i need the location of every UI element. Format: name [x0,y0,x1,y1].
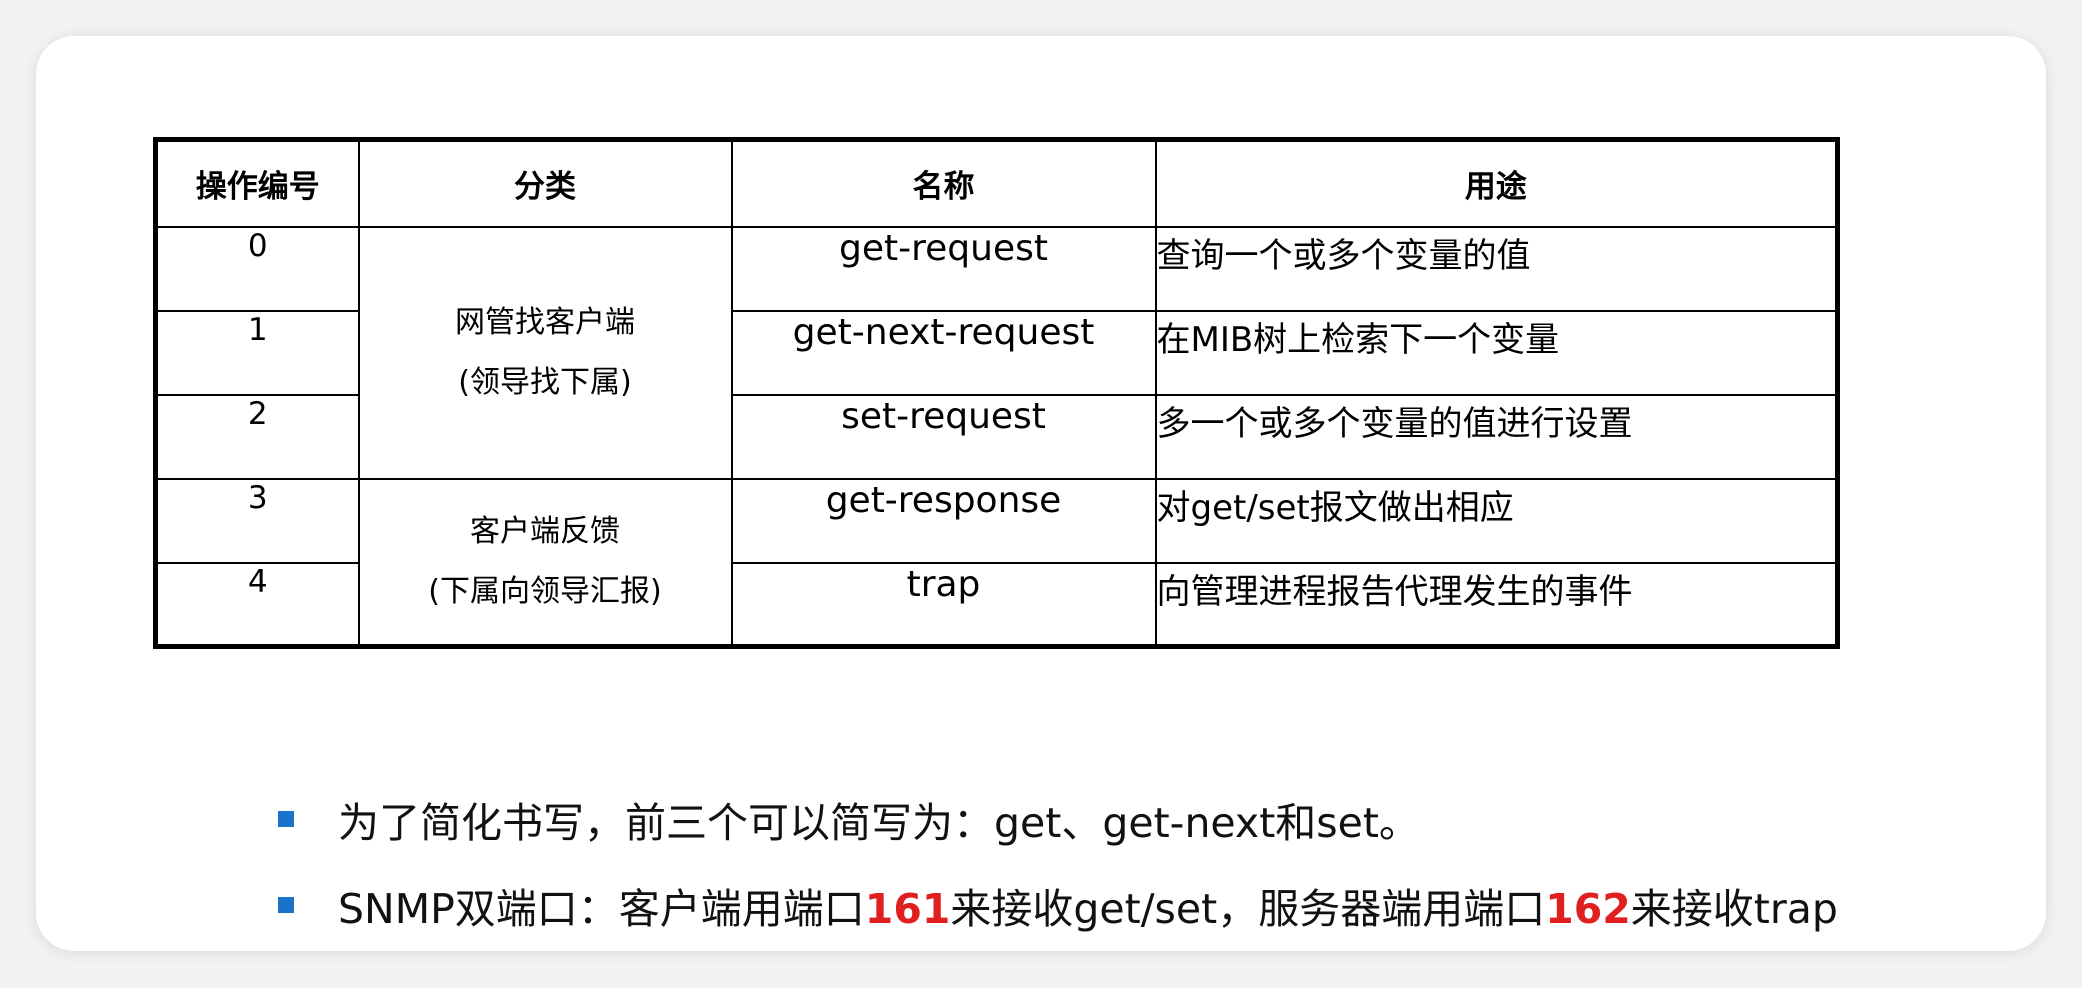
header-op-number: 操作编号 [154,138,360,228]
category-line: (领导找下属) [458,364,632,400]
table-header-row: 操作编号 分类 名称 用途 [154,138,1839,228]
bullet-square-icon [278,811,294,827]
table-row: 2 set-request 多一个或多个变量的值进行设置 [154,393,1839,480]
bullet-text: 为了简化书写，前三个可以简写为：get、get-next和set。 [338,799,1420,847]
category-cell: 客户端反馈 (下属向领导汇报) [357,477,733,648]
table-row: 1 get-next-request 在MIB树上检索下一个变量 [154,309,1839,396]
op-number: 3 [154,477,360,564]
category-line: (下属向领导汇报) [428,573,662,609]
category-line: 网管找客户端 [455,304,635,340]
op-name: trap [730,561,1157,648]
table-row: 0 网管找客户端 (领导找下属) get-request 查询一个或多个变量的值 [154,225,1839,480]
bullet-text-part: 来接收trap [1630,885,1838,933]
bullet-text: SNMP双端口：客户端用端口161来接收get/set，服务器端用端口162来接… [338,875,1838,935]
bullet-text-part: 来接收get/set，服务器端用端口 [950,885,1546,933]
bullet-text-part: SNMP双端口：客户端用端口 [338,885,865,933]
category-cell: 网管找客户端 (领导找下属) [357,225,733,480]
op-name: get-next-request [730,309,1157,396]
bullet-list: 为了简化书写，前三个可以简写为：get、get-next和set。 SNMP双端… [278,776,1838,948]
op-purpose: 对get/set报文做出相应 [1154,477,1839,564]
header-name: 名称 [730,138,1157,228]
port-number-highlight: 162 [1545,885,1631,933]
op-purpose: 查询一个或多个变量的值 [1154,225,1839,312]
snmp-operations-table: 操作编号 分类 名称 用途 0 网管找客户端 (领导找下属) get-reque… [153,137,1840,649]
header-category: 分类 [357,138,733,228]
op-purpose: 多一个或多个变量的值进行设置 [1154,393,1839,480]
bullet-square-icon [278,897,294,913]
table-row: 3 客户端反馈 (下属向领导汇报) get-response 对get/set报… [154,477,1839,648]
op-name: set-request [730,393,1157,480]
op-name: get-request [730,225,1157,312]
op-number: 1 [154,309,360,396]
header-purpose: 用途 [1154,138,1839,228]
bullet-item: 为了简化书写，前三个可以简写为：get、get-next和set。 [278,776,1838,862]
op-number: 0 [154,225,360,312]
op-purpose: 在MIB树上检索下一个变量 [1154,309,1839,396]
op-purpose: 向管理进程报告代理发生的事件 [1154,561,1839,648]
op-name: get-response [730,477,1157,564]
op-number: 2 [154,393,360,480]
port-number-highlight: 161 [864,885,951,933]
op-number: 4 [154,561,360,648]
slide-card: 操作编号 分类 名称 用途 0 网管找客户端 (领导找下属) get-reque… [36,36,2046,951]
bullet-item: SNMP双端口：客户端用端口161来接收get/set，服务器端用端口162来接… [278,862,1838,948]
table-row: 4 trap 向管理进程报告代理发生的事件 [154,561,1839,648]
category-line: 客户端反馈 [470,513,620,549]
